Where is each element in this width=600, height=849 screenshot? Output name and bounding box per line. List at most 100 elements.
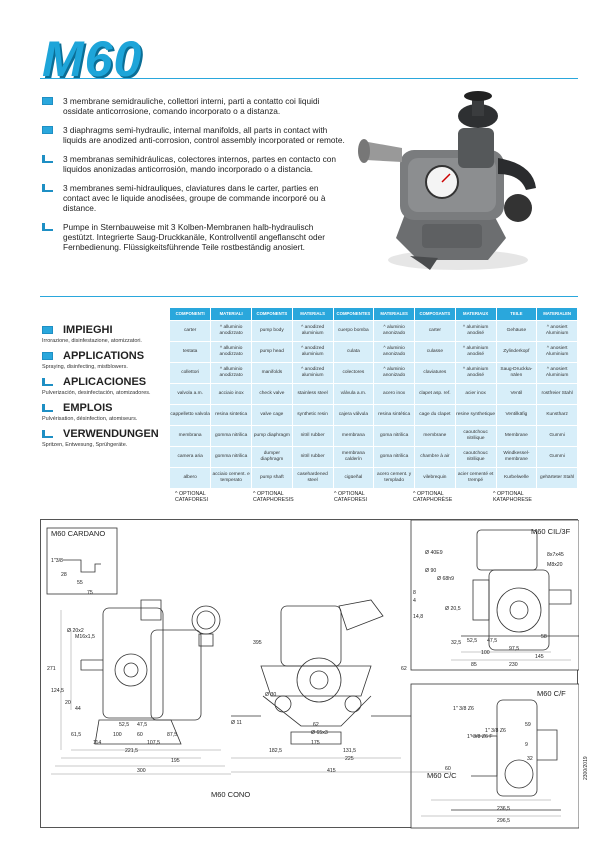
table-cell: ^ anodized aluminium — [292, 361, 334, 383]
dimension-label: 60 — [137, 732, 143, 738]
dimension-label: 14,8 — [413, 614, 423, 620]
model-title: M60 — [42, 31, 143, 87]
dimension-label: 32,5 — [451, 640, 461, 646]
dimension-label: 62 — [401, 666, 407, 672]
table-header-cell: MATERIALS — [292, 308, 334, 320]
bullet-square-icon — [42, 97, 53, 105]
bullet-square-icon — [42, 326, 53, 334]
table-cell: ^ alluminio anodizzato — [210, 319, 252, 341]
table-cell: manifolds — [251, 361, 293, 383]
table-cell: válvula a.m. — [333, 382, 375, 404]
label-cc: M60 C/C — [427, 771, 457, 780]
table-cell: gomma nitrilica — [210, 445, 252, 467]
table-cell: culata — [333, 340, 375, 362]
dimension-label: 114 — [93, 740, 101, 746]
table-cell: Gummi — [536, 424, 578, 446]
table-cell: synthetic resin — [292, 403, 334, 425]
dimension-label: M16x1,5 — [75, 634, 95, 640]
table-cell: ^ aluminium anodisé — [455, 340, 497, 362]
table-cell: cajera válvula — [333, 403, 375, 425]
table-cell: colectores — [333, 361, 375, 383]
table-cell: claviatures — [414, 361, 456, 383]
use-heading: VERWENDUNGEN — [42, 428, 172, 440]
dimension-label: 62 — [313, 722, 319, 728]
table-header-cell: COMPONENTES — [333, 308, 375, 320]
section-rule — [40, 296, 578, 297]
dimension-label: 230 — [509, 662, 518, 668]
table-cell: Gummi — [536, 445, 578, 467]
dimension-label: 97,5 — [509, 646, 519, 652]
dimension-label: 1"3/8 — [51, 558, 63, 564]
uses-list: IMPIEGHI Irrorazione, disinfestazione, a… — [42, 318, 172, 448]
table-cell: gehärteter Stahl — [536, 466, 578, 488]
table-cell: resine synthetique — [455, 403, 497, 425]
use-heading: EMPLOIS — [42, 402, 172, 414]
use-heading: APPLICATIONS — [42, 350, 172, 362]
use-text: Pulverización, desinfectación, atomizado… — [42, 390, 151, 396]
table-cell: vilebrequin — [414, 466, 456, 488]
table-cell: acciaio inox — [210, 382, 252, 404]
dimension-label: 107,5 — [147, 740, 160, 746]
table-cell: cigüeñal — [333, 466, 375, 488]
dimension-label: 60 — [445, 766, 451, 772]
use-text: Pulvérisation, désinfection, atomiseurs. — [42, 416, 138, 422]
dimension-label: 8x7x45 — [547, 552, 564, 558]
dimension-label: 52,5 — [467, 638, 477, 644]
dimension-label: 296,5 — [497, 818, 510, 824]
dimension-label: Ø 30 — [265, 692, 276, 698]
table-cell: cuerpo bomba — [333, 319, 375, 341]
label-cil: M60 CIL/3F — [531, 527, 571, 536]
table-cell: gomma nitrilica — [210, 424, 252, 446]
table-cell: ^ aluminium anodisé — [455, 319, 497, 341]
dimension-label: 131,5 — [343, 748, 356, 754]
dimension-label: 32 — [527, 756, 533, 762]
table-cell: cappelletto valvola — [170, 403, 212, 425]
dimension-label: 124,5 — [51, 688, 64, 694]
dimension-label: Ø 65x3 — [311, 730, 328, 736]
table-header-cell: TEILE — [496, 308, 538, 320]
bullet-square-icon — [42, 352, 53, 360]
table-cell: ^ anosiert Aluminium — [536, 319, 578, 341]
dimension-label: 1" 3/8 Z6 F — [467, 734, 492, 740]
dimension-label: 395 — [253, 640, 262, 646]
dimension-label: 87,5 — [167, 732, 177, 738]
table-cell: stainless steel — [292, 382, 334, 404]
table-cell: acero inox — [373, 382, 415, 404]
table-cell: testata — [170, 340, 212, 362]
dimension-label: Ø 40E9 — [425, 550, 443, 556]
table-cell: ^ alluminio anodizzato — [210, 340, 252, 362]
table-cell: membrana — [170, 424, 212, 446]
table-cell: pump diaphragm — [251, 424, 293, 446]
dimension-label: 236,5 — [497, 806, 510, 812]
dimension-label: 182,5 — [269, 748, 282, 754]
bullet-corner-icon — [42, 404, 53, 412]
table-cell: Ventil — [496, 382, 538, 404]
table-cell: resina sintetica — [210, 403, 252, 425]
dimension-label: 61,5 — [71, 732, 81, 738]
dimension-label: 44 — [75, 706, 81, 712]
table-cell: carter — [170, 319, 212, 341]
table-cell: albero — [170, 466, 212, 488]
table-cell: membrana — [333, 424, 375, 446]
table-cell: goma nitrilica — [373, 424, 415, 446]
table-cell: ^ anosiert Aluminium — [536, 340, 578, 362]
description-item: 3 membranes semi-hidrauliques, claviatur… — [42, 183, 347, 214]
dimension-label: 415 — [327, 768, 336, 774]
table-cell: camera aria — [170, 445, 212, 467]
use-heading: IMPIEGHI — [42, 324, 172, 336]
dimension-label: Ø 68h9 — [437, 576, 454, 582]
description-item: Pumpe in Sternbauweise mit 3 Kolben-Memb… — [42, 222, 347, 253]
drawing-svg: M60 CARDANO M60 CONO M60 CIL/3F M60 C/F … — [46, 519, 581, 829]
use-text: Spraying, disinfecting, mistblowers. — [42, 364, 128, 370]
table-cell: membrane — [414, 424, 456, 446]
table-cell: chambre à air — [414, 445, 456, 467]
use-heading: APLICACIONES — [42, 376, 172, 388]
table-header-cell: MATERIALES — [373, 308, 415, 320]
dimension-label: 55 — [77, 580, 83, 586]
